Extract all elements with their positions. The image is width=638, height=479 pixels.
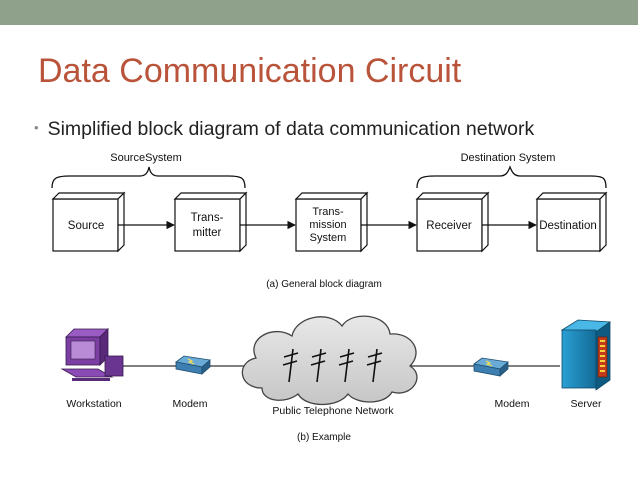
bullet-item: • Simplified block diagram of data commun… [34, 118, 534, 141]
modem-right-label: Modem [494, 398, 529, 410]
receiver-block: Receiver [415, 191, 490, 253]
destination-system-label: Destination System [461, 152, 556, 164]
transmitter-block: Trans- mitter [173, 191, 248, 253]
modem-left-icon [175, 355, 211, 375]
destination-system-group: Destination System [416, 152, 607, 189]
transmission-block-label-line-3: System [310, 232, 347, 244]
server-icon [560, 319, 612, 391]
source-system-label: SourceSystem [110, 152, 182, 164]
server-label: Server [571, 398, 602, 410]
bullet-text: Simplified block diagram of data communi… [47, 118, 535, 140]
transmitter-block-label-line-2: mitter [193, 227, 222, 239]
caption-b: (b) Example [297, 432, 351, 443]
source-system-group: SourceSystem [51, 152, 246, 189]
modem-right-icon [473, 357, 509, 377]
modem-left-label: Modem [172, 398, 207, 410]
destination-block-label: Destination [539, 220, 597, 232]
cloud-icon [241, 315, 418, 406]
destination-system-brace [416, 165, 607, 189]
destination-block: Destination [535, 191, 608, 253]
top-bar [0, 0, 638, 25]
transmission-block-label-line-2: mission [309, 219, 346, 231]
source-block: Source [51, 191, 126, 253]
network-label: Public Telephone Network [272, 405, 394, 417]
caption-a: (a) General block diagram [266, 279, 382, 290]
bullet-icon: • [34, 120, 39, 135]
workstation-label: Workstation [66, 398, 121, 410]
workstation-icon [60, 328, 124, 381]
slide-title: Data Communication Circuit [38, 52, 462, 90]
transmitter-block-label-line-1: Trans- [191, 212, 224, 224]
transmission-block-label-line-1: Trans- [312, 206, 344, 218]
source-system-brace [51, 166, 246, 189]
receiver-block-label: Receiver [426, 220, 472, 232]
transmission-system-block: Trans- mission System [294, 191, 369, 253]
source-block-label: Source [68, 220, 104, 232]
